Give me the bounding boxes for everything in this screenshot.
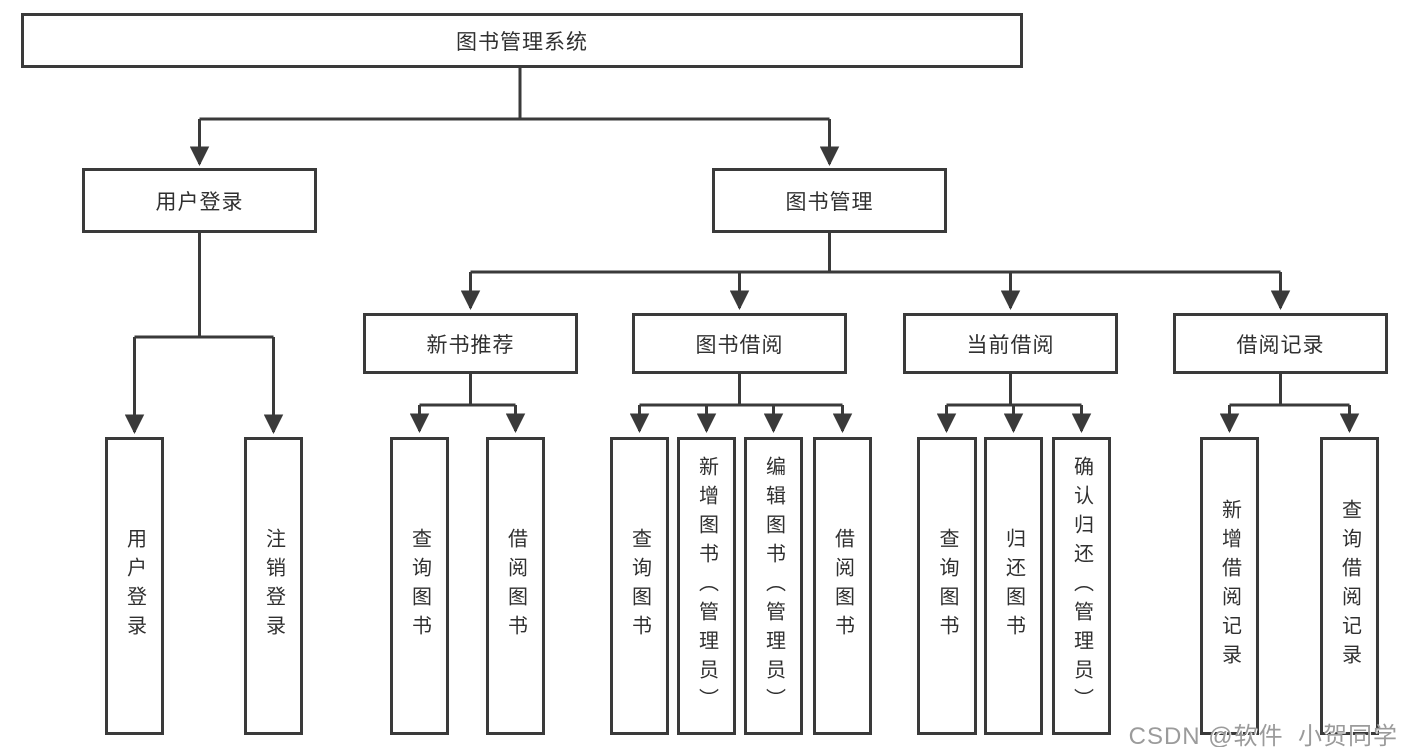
node-label: 借阅图书 (504, 528, 527, 644)
leaf-confirm-return-admin: 确认归还（管理员） (1052, 437, 1111, 735)
leaf-edit-book-admin: 编辑图书（管理员） (744, 437, 803, 735)
node-label: 借阅记录 (1236, 333, 1325, 357)
leaf-add-borrow-record: 新增借阅记录 (1200, 437, 1259, 735)
node-label: 当前借阅 (966, 333, 1055, 357)
leaf-query-borrow-record: 查询借阅记录 (1320, 437, 1379, 735)
node-label: 查询图书 (628, 528, 651, 644)
node-label: 图书管理 (785, 190, 874, 214)
node-label: 查询借阅记录 (1338, 499, 1361, 673)
node-book-borrowing: 图书借阅 (632, 313, 847, 374)
csdn-watermark: CSDN @软件_小贺同学 (1128, 723, 1398, 747)
leaf-return-book: 归还图书 (984, 437, 1043, 735)
node-label: 查询图书 (936, 528, 958, 644)
leaf-query-books-recommend: 查询图书 (390, 437, 449, 735)
node-label: 注销登录 (262, 528, 285, 644)
node-label: 用户登录 (123, 528, 146, 644)
node-label: 图书借阅 (695, 333, 784, 357)
node-label: 图书管理系统 (456, 30, 588, 54)
node-label: 借阅图书 (831, 528, 854, 644)
node-book-management: 图书管理 (712, 168, 947, 233)
leaf-logout: 注销登录 (244, 437, 303, 735)
node-label: 查询图书 (408, 528, 431, 644)
node-label: 编辑图书（管理员） (762, 455, 785, 717)
leaf-borrow-books: 借阅图书 (813, 437, 872, 735)
node-label: 新增借阅记录 (1218, 499, 1241, 673)
node-library-management-system: 图书管理系统 (21, 13, 1023, 68)
node-label: 确认归还（管理员） (1070, 455, 1093, 717)
node-current-borrowing: 当前借阅 (903, 313, 1118, 374)
node-label: 归还图书 (1002, 528, 1025, 644)
node-label: 新增图书（管理员） (695, 455, 718, 717)
leaf-user-login: 用户登录 (105, 437, 164, 735)
leaf-query-books-borrowing: 查询图书 (610, 437, 669, 735)
node-borrow-records: 借阅记录 (1173, 313, 1388, 374)
node-user-login: 用户登录 (82, 168, 317, 233)
leaf-add-book-admin: 新增图书（管理员） (677, 437, 736, 735)
leaf-borrow-books-recommend: 借阅图书 (486, 437, 545, 735)
leaf-query-books-current: 查询图书 (917, 437, 977, 735)
node-label: 新书推荐 (426, 333, 515, 357)
node-label: 用户登录 (155, 190, 244, 214)
node-new-book-recommend: 新书推荐 (363, 313, 578, 374)
